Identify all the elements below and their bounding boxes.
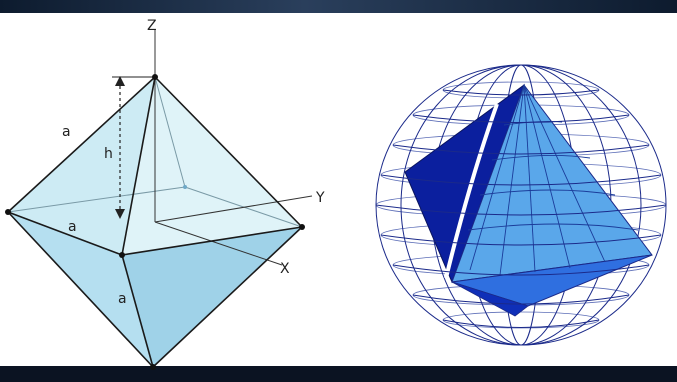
edge-label-bottom: a bbox=[118, 291, 127, 307]
hidden-edge-3 bbox=[154, 76, 186, 188]
vertex-left bbox=[5, 209, 11, 215]
face-highlight-seam bbox=[444, 103, 499, 279]
edge-label-middle: a bbox=[68, 219, 77, 235]
vertex-back bbox=[183, 185, 187, 189]
vertex-top bbox=[152, 74, 158, 80]
edge-top-right bbox=[154, 76, 303, 228]
face-gridlines bbox=[467, 84, 639, 276]
height-arrow-bottom bbox=[115, 209, 125, 219]
edge-label-top-left: a bbox=[62, 124, 71, 140]
inscribed-face-base bbox=[451, 281, 529, 317]
edge-mid-right bbox=[121, 226, 303, 256]
sphere-wireframe-front bbox=[376, 89, 666, 328]
x-axis bbox=[154, 221, 283, 266]
height-label: h bbox=[104, 146, 113, 162]
bottom-frame bbox=[0, 366, 677, 382]
edge-top-left bbox=[7, 76, 156, 213]
vertex-front bbox=[119, 252, 125, 258]
height-arrow-top bbox=[115, 76, 125, 86]
face-lower-right bbox=[122, 227, 302, 367]
top-frame bbox=[0, 0, 677, 14]
edge-top-front bbox=[121, 76, 156, 256]
vertex-right bbox=[299, 224, 305, 230]
edge-bottom-front bbox=[121, 254, 154, 368]
edge-mid-left bbox=[7, 211, 123, 256]
y-axis-label: Y bbox=[315, 190, 325, 206]
edge-bottom-right bbox=[152, 226, 303, 368]
z-axis-label: Z bbox=[147, 18, 157, 34]
vertex-bottom bbox=[150, 364, 156, 370]
x-axis-label: X bbox=[280, 261, 290, 277]
edge-bottom-left bbox=[7, 211, 154, 368]
y-axis bbox=[154, 195, 313, 223]
